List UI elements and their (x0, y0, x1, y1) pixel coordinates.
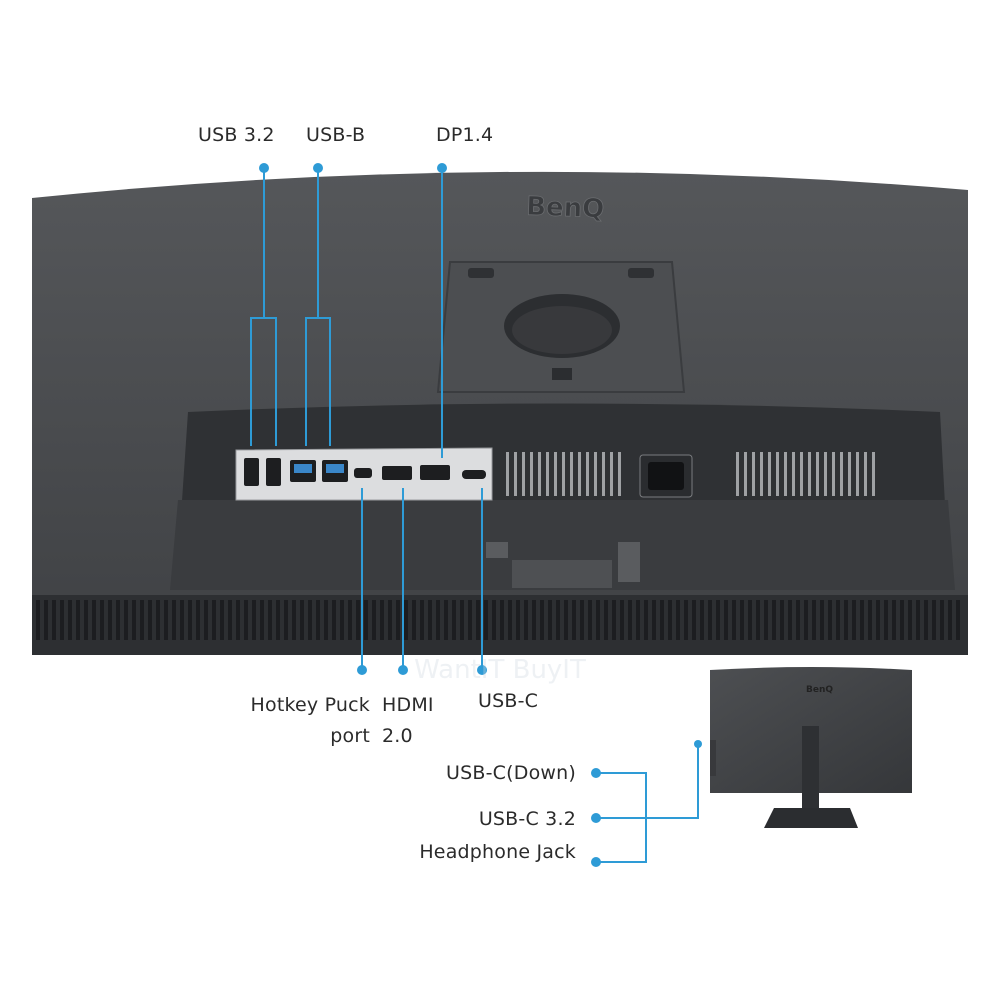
label-usbb: USB-B (306, 124, 366, 146)
vent-grill-right (736, 452, 875, 496)
hdmi-port (382, 466, 412, 480)
mini-side-ports (710, 740, 716, 776)
port-bay-floor (170, 500, 955, 590)
hub-latch (552, 368, 572, 380)
label-usbc: USB-C (478, 690, 539, 712)
label-hotkey-puck-port: Hotkey Puck port (250, 694, 370, 747)
usbc-port (462, 470, 486, 479)
stand-neck (512, 560, 612, 588)
bottom-vent-slits (36, 600, 960, 640)
label-headphone-jack: Headphone Jack (419, 841, 576, 863)
label-usbc-down: USB-C(Down) (446, 762, 576, 784)
brand-logo: BenQ (526, 192, 605, 225)
stand-hub-inner (512, 306, 612, 354)
label-dp: DP1.4 (436, 124, 494, 146)
hotkey-puck-port (354, 468, 372, 478)
usb32-ports (244, 458, 281, 486)
dp-port (420, 465, 450, 480)
callout-lines (250, 168, 699, 863)
label-usbc-32: USB-C 3.2 (478, 808, 576, 830)
mini-stand-neck (802, 726, 819, 808)
power-socket (648, 462, 684, 490)
vent-grill-middle (506, 452, 621, 496)
label-usb32: USB 3.2 (198, 124, 275, 146)
mini-stand-base (764, 808, 858, 828)
label-hdmi: HDMI 2.0 (382, 694, 434, 747)
mini-brand-logo: BenQ (806, 685, 833, 695)
callout-dots (259, 163, 702, 867)
usbb-ports (290, 460, 348, 482)
watermark-text: WantIT BuyIT (414, 655, 586, 685)
mount-slot-right (628, 268, 654, 278)
cable-clip-right (618, 542, 640, 582)
mount-slot-left (468, 268, 494, 278)
cable-clip-left (486, 542, 508, 558)
